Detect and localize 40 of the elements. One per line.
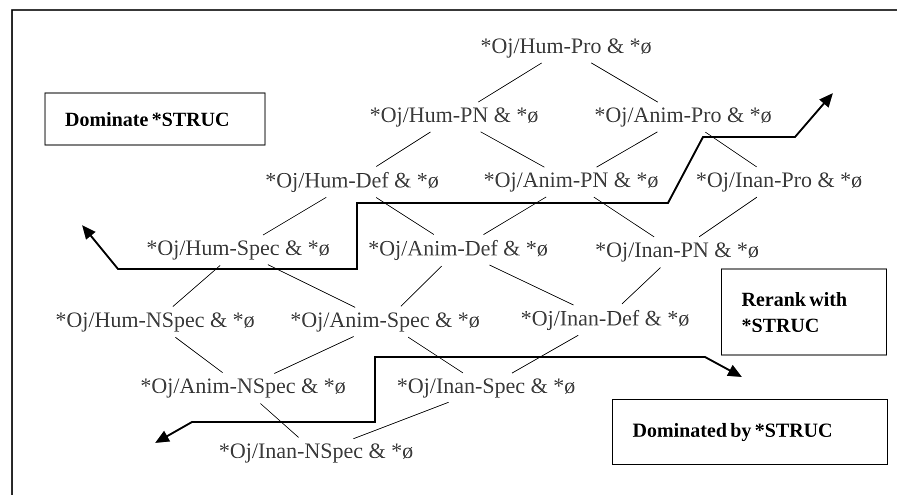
ranking-line [376,197,434,235]
ranking-line [172,265,221,307]
ranking-line [260,403,299,438]
ranking-line [622,267,661,304]
ranking-line [174,336,224,374]
ranking-line [408,336,464,374]
ranking-line [704,132,758,168]
constraint-label: *Oj/Inan-Spec & *ø [398,378,574,398]
constraint-label: *Oj/Anim-Pro & *ø [595,107,771,127]
ranking-line [593,196,655,238]
constraint-label: *Oj/Hum-PN & *ø [370,107,538,127]
constraint-label: *Oj/Hum-Spec & *ø [147,240,329,260]
ranking-line [590,62,658,102]
ranking-line [512,334,579,374]
constraint-label: *Oj/Hum-Pro & *ø [482,38,651,58]
ranking-line [480,131,545,168]
ranking-line [698,196,758,238]
constraint-label: *Oj/Hum-NSpec & *ø [56,312,254,332]
constraint-label: *Oj/Anim-Def & *ø [369,240,548,260]
label-box: Rerank with *STRUC [721,268,887,356]
ranking-line [400,266,442,307]
ranking-line [596,131,658,168]
ranking-line [483,196,547,236]
ranking-line [267,264,356,308]
ranking-line [478,62,542,102]
ranking-line [489,264,574,306]
constraint-label: *Oj/Inan-Pro & *ø [696,172,862,192]
constraint-label: *Oj/Anim-Spec & *ø [291,312,479,332]
ranking-line [352,402,450,440]
constraint-label: *Oj/Anim-PN & *ø [484,172,658,192]
ranking-line [274,336,354,374]
constraint-label: *Oj/Inan-NSpec & *ø [220,443,412,463]
label-box: Dominated by *STRUC [612,399,888,465]
ranking-line [376,132,431,167]
ranking-line [262,196,327,236]
constraint-label: *Oj/Anim-NSpec & *ø [141,378,345,398]
label-box: Dominate *STRUC [44,92,266,146]
constraint-label: *Oj/Inan-PN & *ø [596,242,758,262]
constraint-label: *Oj/Hum-Def & *ø [266,172,438,192]
constraint-label: *Oj/Inan-Def & *ø [522,310,689,330]
